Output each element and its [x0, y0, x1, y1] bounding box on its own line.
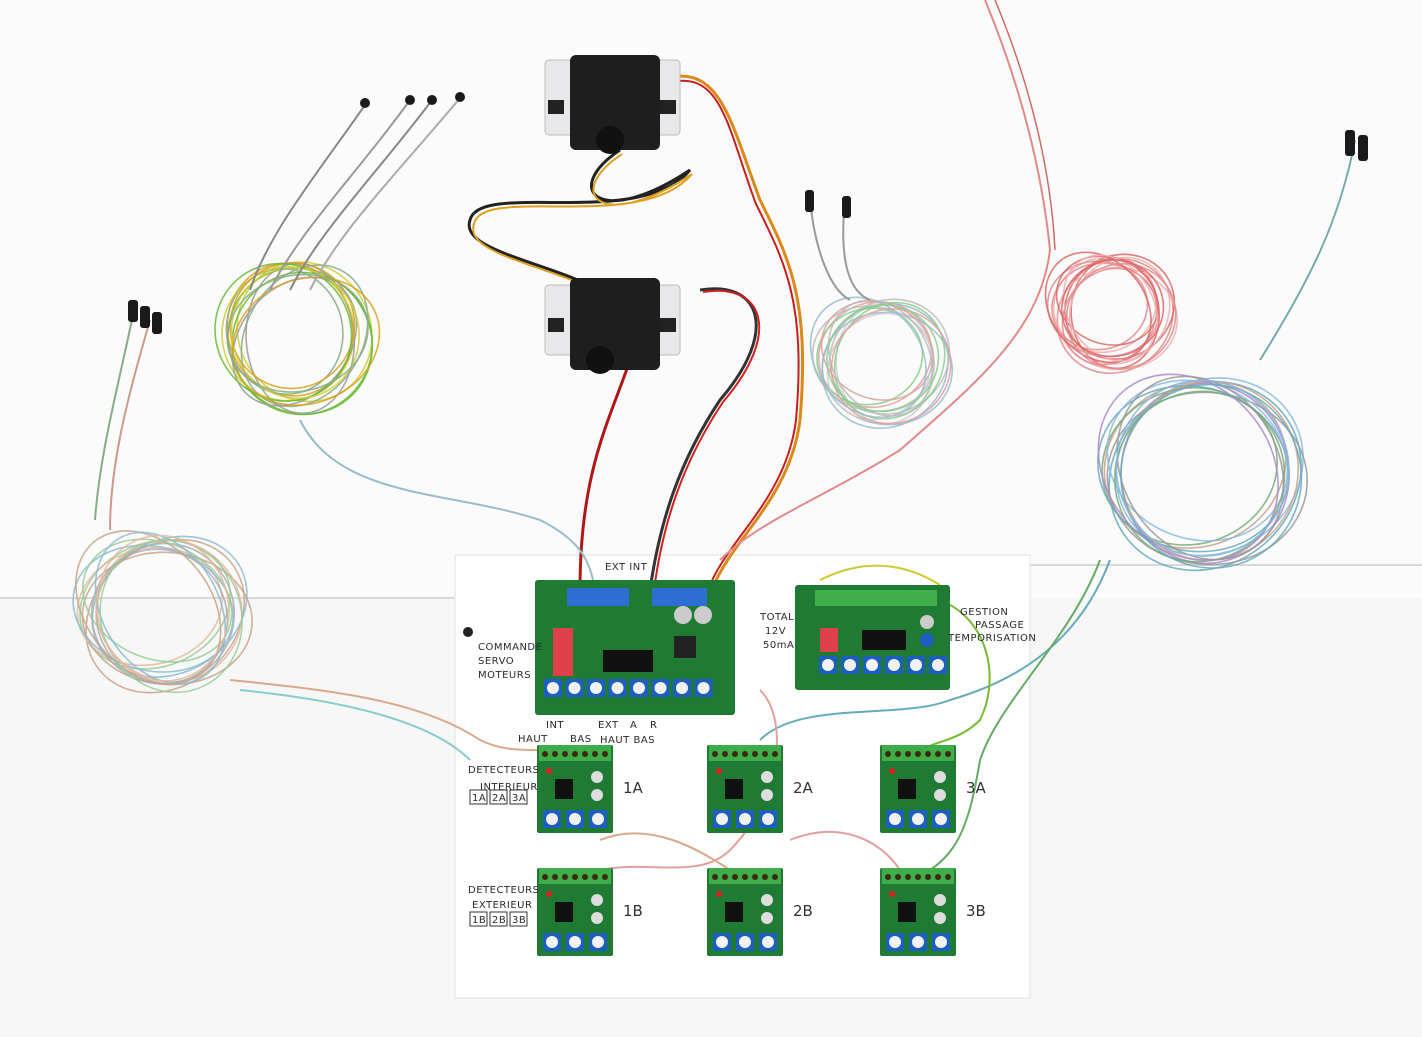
- mounting-hole: [463, 627, 473, 637]
- detector-boards: 1A 2A 3A 1B 2B 3B: [537, 745, 987, 956]
- label-servo-2: SERVO: [478, 656, 514, 667]
- tag-box: [509, 911, 528, 927]
- label-gestion-1: GESTION: [960, 607, 1008, 618]
- label-gestion-3: TEMPORISATION: [947, 633, 1036, 644]
- label-servo-1: COMMANDE: [478, 642, 542, 653]
- tag-box: [489, 789, 508, 805]
- tag-label: 1A: [472, 793, 486, 804]
- label-interior-1: DETECTEURS: [468, 765, 539, 776]
- detector-board-1B: 1B: [537, 868, 643, 956]
- gestion-passage-board: [795, 585, 950, 690]
- detector-board-2B: 2B: [707, 868, 813, 956]
- ic-chip: [725, 902, 743, 922]
- tag-box: [469, 911, 488, 927]
- wire-label-a: A: [630, 720, 637, 731]
- wire-label-ext: EXT: [598, 720, 619, 731]
- ic-chip: [555, 779, 573, 799]
- board-id-label: 1A: [623, 779, 644, 797]
- detector-board-3B: 3B: [880, 868, 986, 956]
- tag-label: 1B: [472, 915, 486, 926]
- wire-coil: [809, 296, 954, 430]
- ic-chip: [555, 902, 573, 922]
- label-servo-3: MOTEURS: [478, 670, 531, 681]
- board-id-label: 3B: [966, 902, 986, 920]
- led: [546, 891, 552, 897]
- tag-label: 3A: [512, 793, 526, 804]
- wire-coils: [72, 251, 1308, 694]
- servo-bottom: [544, 278, 681, 374]
- label-exterior-1: DETECTEURS: [468, 885, 539, 896]
- servo-top: [544, 55, 681, 154]
- label-exterior-2: EXTERIEUR: [472, 900, 532, 911]
- wire-label-haut-bas: HAUT BAS: [600, 735, 655, 746]
- label-power-2: 12V: [765, 626, 786, 637]
- label-power-3: 50mA: [763, 640, 794, 651]
- tag-box: [489, 911, 508, 927]
- label-power-1: TOTAL: [759, 612, 794, 623]
- servo-control-board: [535, 580, 735, 715]
- detector-board-3A: 3A: [880, 745, 987, 833]
- wire-coil: [1044, 251, 1179, 375]
- tag-label: 2B: [492, 915, 506, 926]
- ic-chip: [725, 779, 743, 799]
- tag-box: [509, 789, 528, 805]
- detector-board-1A: 1A: [537, 745, 644, 833]
- led: [889, 768, 895, 774]
- led: [716, 891, 722, 897]
- wire-coil: [1097, 373, 1308, 572]
- label-gestion-2: PASSAGE: [975, 620, 1024, 631]
- detector-board-2A: 2A: [707, 745, 814, 833]
- board-id-label: 2B: [793, 902, 813, 920]
- wire-label-int: INT: [546, 720, 564, 731]
- wire-label-haut: HAUT: [518, 734, 548, 745]
- board-id-label: 3A: [966, 779, 987, 797]
- wire-coil: [214, 261, 381, 416]
- ic-chip: [898, 902, 916, 922]
- tag-label: 2A: [492, 793, 506, 804]
- sensor-heads: [128, 92, 1368, 334]
- label-interior-2: INTERIEUR: [480, 782, 538, 793]
- wire-label-bas: BAS: [570, 734, 592, 745]
- wires: [94, 0, 1356, 871]
- tag-label: 3B: [512, 915, 526, 926]
- handwritten-labels: COMMANDE SERVO MOTEURS TOTAL 12V 50mA GE…: [468, 562, 1036, 927]
- led: [546, 768, 552, 774]
- ic-chip: [898, 779, 916, 799]
- wire-coil: [72, 530, 253, 694]
- wire-label-ext-int: EXT INT: [605, 562, 648, 573]
- board-id-label: 2A: [793, 779, 814, 797]
- wire-label-r: R: [650, 720, 657, 731]
- led: [716, 768, 722, 774]
- led: [889, 891, 895, 897]
- tag-box: [469, 789, 488, 805]
- board-id-label: 1B: [623, 902, 643, 920]
